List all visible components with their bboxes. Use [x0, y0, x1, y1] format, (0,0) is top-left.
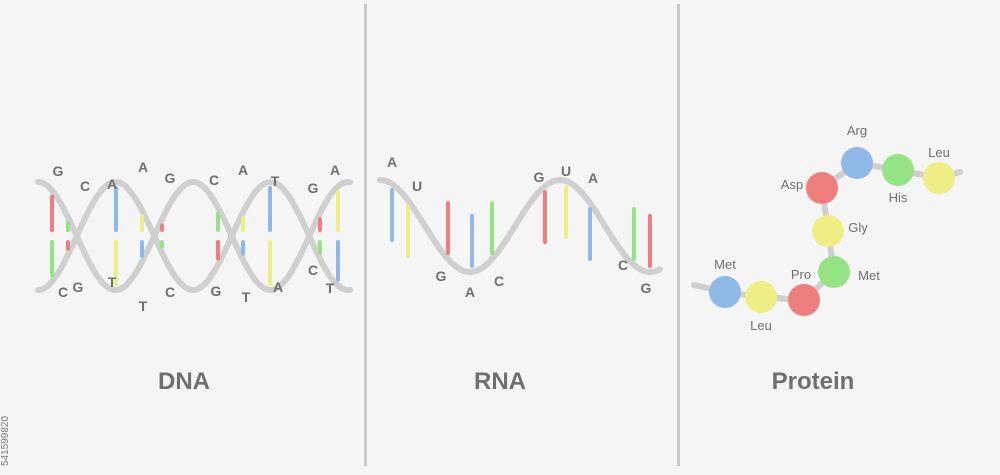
- dna-bottom-base-label: T: [139, 298, 148, 314]
- rna-base-label: C: [494, 273, 504, 289]
- amino-acid-bead: [709, 276, 741, 308]
- amino-acid-label: His: [889, 190, 908, 205]
- rna-base-label: A: [588, 170, 598, 186]
- dna-bottom-base-label: G: [73, 279, 84, 295]
- rna-base-label: A: [465, 284, 475, 300]
- amino-acid-label: Arg: [847, 123, 867, 138]
- amino-acid-bead: [882, 154, 914, 186]
- amino-acid-label: Leu: [928, 145, 950, 160]
- divider-right: [677, 4, 680, 466]
- dna-top-base-label: T: [271, 173, 280, 189]
- dna-bottom-base-label: T: [326, 280, 335, 296]
- dna-bottom-base-label: T: [242, 289, 251, 305]
- amino-acid-bead: [841, 147, 873, 179]
- dna-bottom-base-label: G: [211, 283, 222, 299]
- dna-title: DNA: [158, 368, 210, 395]
- dna-top-base-label: A: [330, 162, 340, 178]
- amino-acid-label: Gly: [848, 220, 868, 235]
- amino-acid-label: Met: [858, 268, 880, 283]
- rna-base-label: G: [534, 169, 545, 185]
- dna-bottom-base-label: C: [58, 284, 68, 300]
- amino-acid-bead: [818, 256, 850, 288]
- rna-base-label: U: [412, 178, 422, 194]
- amino-acid-bead: [788, 284, 820, 316]
- dna-top-base-label: A: [138, 159, 148, 175]
- dna-top-base-label: G: [308, 180, 319, 196]
- dna-top-base-label: A: [238, 162, 248, 178]
- dna-bottom-base-label: A: [273, 279, 283, 295]
- dna-top-base-label: C: [80, 178, 90, 194]
- dna-strand-bottom: [35, 178, 353, 294]
- protein-title: Protein: [771, 368, 855, 395]
- amino-acid-bead: [806, 172, 838, 204]
- amino-acid-label: Leu: [750, 318, 772, 333]
- amino-acid-bead: [745, 281, 777, 313]
- rna-base-label: G: [436, 268, 447, 284]
- amino-acid-label: Met: [714, 257, 736, 272]
- amino-acid-label: Asp: [781, 177, 803, 192]
- dna-top-base-label: A: [107, 176, 117, 192]
- image-id: 541599820: [0, 415, 11, 466]
- rna-strand: [377, 176, 663, 276]
- divider-left: [364, 4, 367, 466]
- dna-top-base-label: G: [165, 170, 176, 186]
- rna-base-label: U: [561, 163, 571, 179]
- dna-bottom-base-label: C: [165, 284, 175, 300]
- dna-bottom-base-label: C: [308, 262, 318, 278]
- rna-base-label: G: [641, 280, 652, 296]
- dna-strand-top: [35, 178, 353, 294]
- rna-base-label: C: [618, 257, 628, 273]
- dna-top-base-label: G: [53, 163, 64, 179]
- amino-acid-bead: [923, 162, 955, 194]
- dna-top-base-label: C: [209, 172, 219, 188]
- dna-bottom-base-label: T: [108, 274, 117, 290]
- amino-acid-bead: [812, 215, 844, 247]
- rna-base-label: A: [387, 154, 397, 170]
- rna-title: RNA: [474, 368, 526, 395]
- amino-acid-label: Pro: [791, 267, 811, 282]
